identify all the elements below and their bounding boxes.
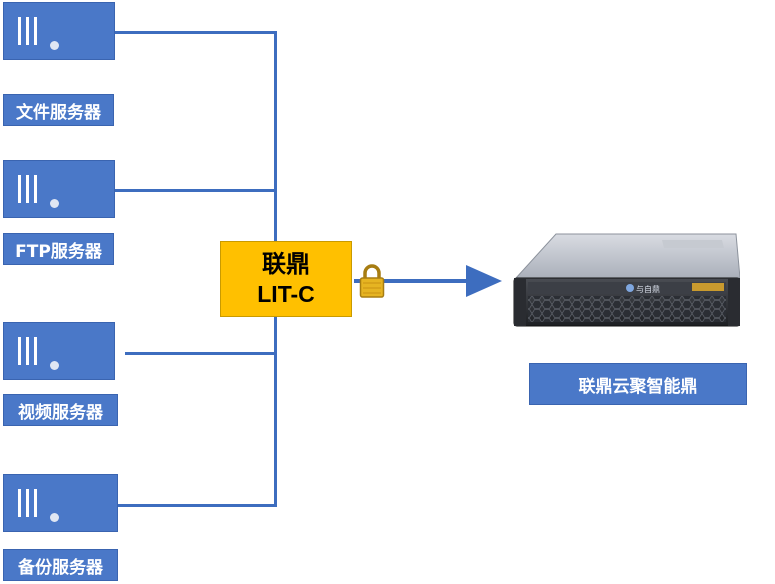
- lock-icon: [359, 264, 385, 298]
- hub-title: 联鼎: [262, 250, 310, 278]
- video-server-icon: [3, 322, 115, 380]
- ftp-server-icon: [3, 160, 115, 218]
- backup-server-icon: [3, 474, 118, 532]
- connector-ftp-server: [115, 189, 277, 192]
- file-server-label: 文件服务器: [3, 94, 114, 126]
- backup-server-label: 备份服务器: [3, 549, 118, 581]
- appliance-badge: 与自鼎: [636, 284, 660, 294]
- video-server-label: 视频服务器: [3, 394, 118, 426]
- arrow-right-icon: [354, 265, 502, 297]
- connector-file-server: [115, 31, 277, 34]
- lit-c-hub: 联鼎 LIT-C: [220, 241, 352, 317]
- rack-appliance-image: 与自鼎: [513, 233, 740, 327]
- appliance-label: 联鼎云聚智能鼎: [529, 363, 747, 405]
- ftp-server-label: FTP服务器: [3, 233, 114, 265]
- connector-backup-server: [118, 504, 277, 507]
- hub-model: LIT-C: [257, 281, 315, 307]
- file-server-icon: [3, 2, 115, 60]
- connector-video-server: [125, 352, 277, 355]
